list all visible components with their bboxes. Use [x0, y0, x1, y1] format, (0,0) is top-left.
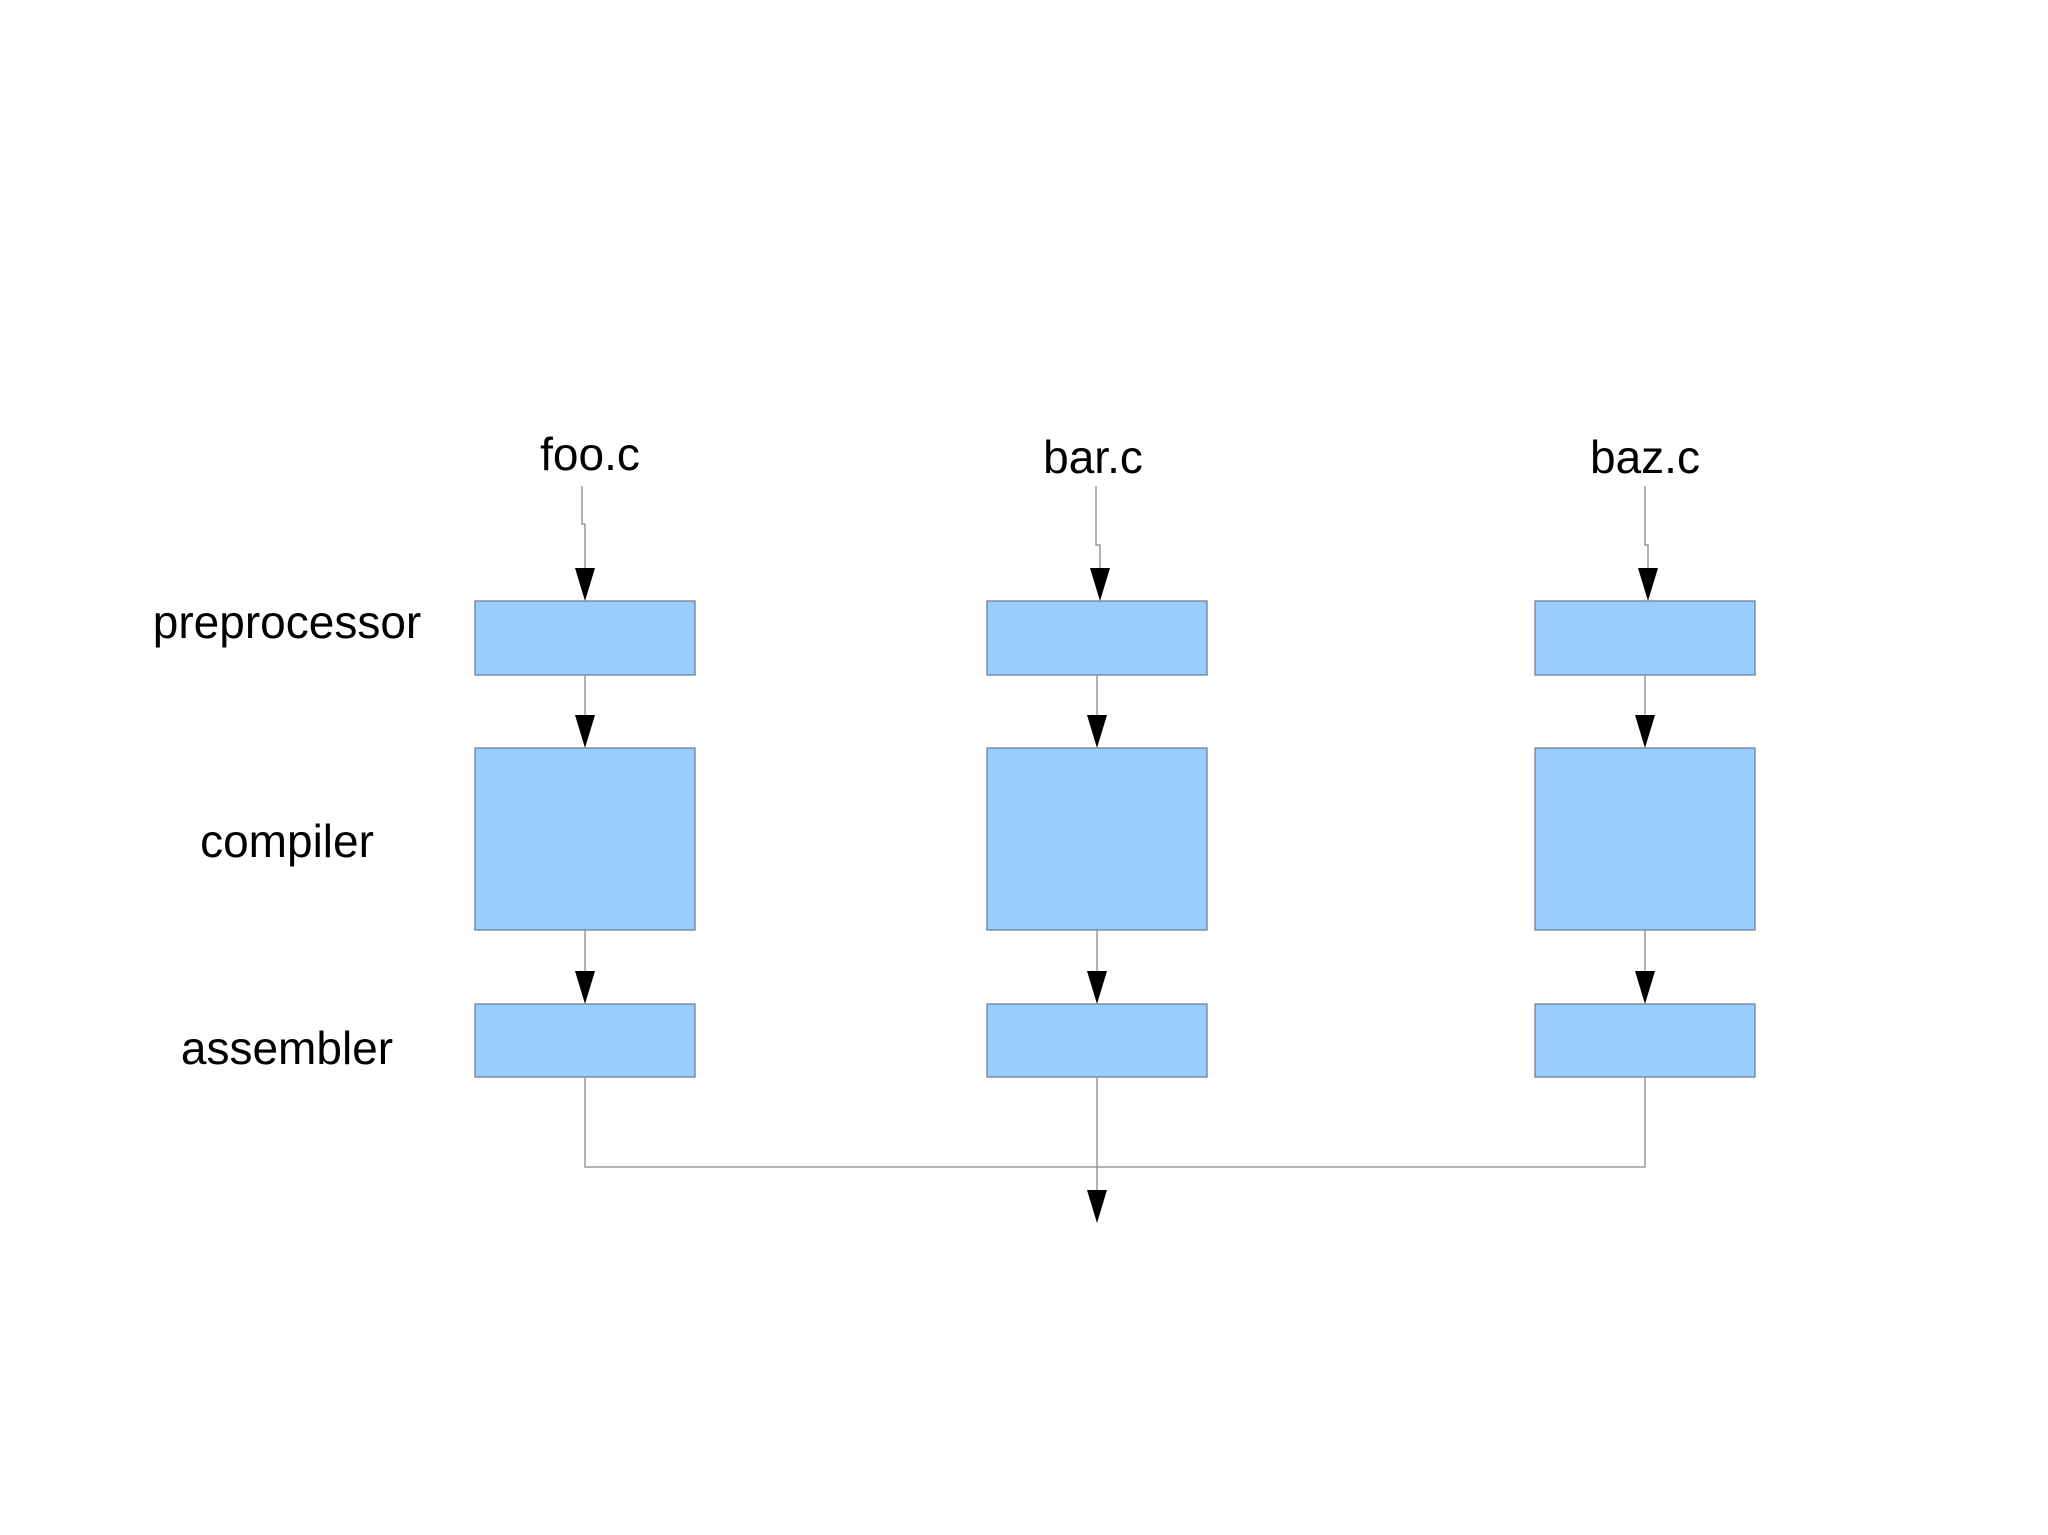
arrowhead-icon	[575, 971, 595, 1004]
merge-connector	[584, 1077, 1646, 1223]
arrowhead-icon	[1090, 568, 1110, 601]
preprocessor-box	[474, 600, 696, 676]
stage-label-compiler: compiler	[200, 815, 374, 867]
preprocessor-box	[1534, 600, 1756, 676]
stage-label-preprocessor: preprocessor	[153, 596, 421, 648]
assembler-box	[474, 1003, 696, 1078]
preprocessor-box	[986, 600, 1208, 676]
pipeline-column-baz	[1534, 486, 1756, 1078]
arrowhead-icon	[1635, 715, 1655, 748]
arrowhead-icon	[1635, 971, 1655, 1004]
merge-lines	[584, 1077, 1646, 1195]
arrowhead-icon	[1638, 568, 1658, 601]
source-label-foo: foo.c	[540, 428, 640, 480]
arrowhead-icon	[575, 568, 595, 601]
assembler-box	[1534, 1003, 1756, 1078]
assembler-box	[986, 1003, 1208, 1078]
compiler-box	[1534, 747, 1756, 931]
arrowhead-icon	[575, 715, 595, 748]
pipeline-column-bar	[986, 486, 1208, 1078]
source-label-bar: bar.c	[1043, 431, 1143, 483]
input-connector	[581, 486, 586, 578]
compiler-box	[474, 747, 696, 931]
input-connector	[1644, 486, 1649, 578]
arrowhead-icon	[1087, 715, 1107, 748]
source-label-baz: baz.c	[1590, 431, 1700, 483]
stage-label-assembler: assembler	[181, 1022, 393, 1074]
arrowhead-icon	[1087, 971, 1107, 1004]
input-connector	[1095, 486, 1101, 578]
compiler-box	[986, 747, 1208, 931]
output-arrowhead-icon	[1087, 1190, 1107, 1223]
pipeline-column-foo	[474, 486, 696, 1078]
